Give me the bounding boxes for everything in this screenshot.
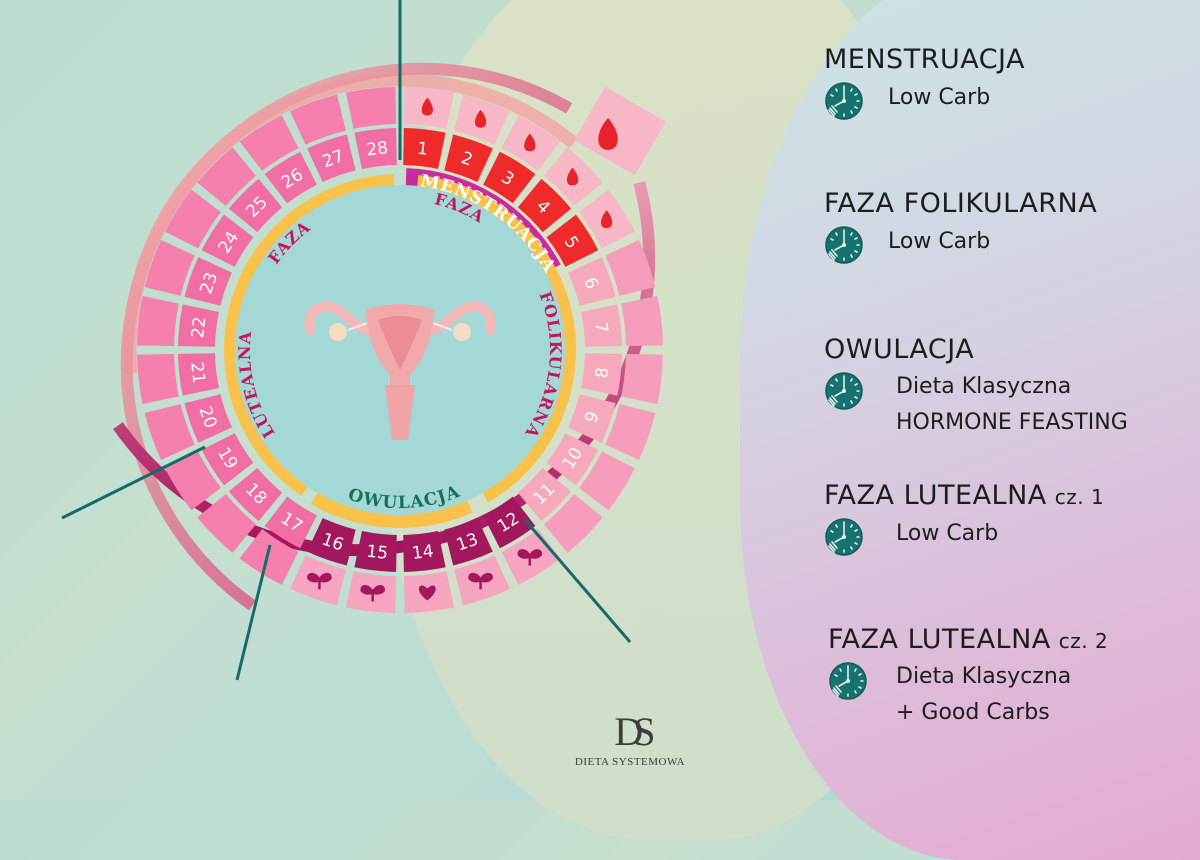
outer-cell bbox=[144, 240, 195, 296]
day-cell: 18 bbox=[228, 467, 283, 522]
outer-cell bbox=[197, 147, 257, 207]
day-cell: 1 bbox=[403, 128, 446, 169]
outer-cell bbox=[501, 115, 561, 171]
outer-cell bbox=[345, 571, 397, 613]
sprout-icon bbox=[360, 584, 385, 602]
outer-cell bbox=[290, 94, 346, 145]
outer-cell bbox=[454, 94, 510, 145]
divider-lines bbox=[61, 0, 632, 681]
blood-drop-icon bbox=[566, 167, 579, 186]
svg-text:7: 7 bbox=[590, 321, 611, 334]
blood-drop-icon bbox=[524, 133, 536, 152]
outer-cell bbox=[621, 295, 663, 347]
svg-text:15: 15 bbox=[365, 542, 389, 564]
day-cell: 11 bbox=[517, 467, 572, 522]
outer-cell bbox=[403, 87, 455, 129]
blood-drop-icon bbox=[421, 97, 433, 116]
day-cell: 28 bbox=[354, 128, 397, 169]
day-cell: 5 bbox=[546, 214, 599, 267]
outer-cell bbox=[579, 189, 635, 249]
sprout-icon bbox=[468, 572, 493, 590]
sprout-icon bbox=[307, 572, 332, 590]
sprout-icon bbox=[517, 549, 543, 566]
day-cell: 22 bbox=[178, 304, 219, 347]
day-cell: 24 bbox=[201, 214, 254, 267]
outer-cell bbox=[543, 147, 603, 207]
outer-cell bbox=[579, 451, 635, 511]
outer-cell bbox=[605, 404, 656, 460]
outer-cell bbox=[165, 189, 221, 249]
svg-text:8: 8 bbox=[592, 366, 613, 379]
blood-drop-icon bbox=[598, 118, 618, 150]
day-cell: 14 bbox=[403, 531, 446, 572]
brand-monogram: DS bbox=[614, 709, 655, 754]
day-cell: 16 bbox=[307, 518, 356, 566]
outer-cell bbox=[239, 115, 299, 171]
day-cell: 9 bbox=[568, 394, 616, 443]
blood-drop-icon bbox=[474, 109, 487, 128]
svg-text:14: 14 bbox=[411, 542, 435, 564]
svg-text:1: 1 bbox=[416, 139, 429, 160]
day-cell: 7 bbox=[581, 304, 622, 347]
outer-ring bbox=[137, 86, 666, 613]
day-cell: 3 bbox=[483, 151, 536, 204]
day-cell: 19 bbox=[201, 433, 254, 486]
outer-cell bbox=[345, 87, 397, 129]
brand-logo: DS DIETA SYSTEMOWA bbox=[560, 709, 700, 769]
day-cell: 13 bbox=[444, 518, 493, 566]
day-cell: 6 bbox=[568, 257, 616, 306]
brand-name: DIETA SYSTEMOWA bbox=[574, 756, 686, 768]
outer-cell bbox=[605, 240, 656, 296]
outer-cell bbox=[165, 451, 221, 511]
legend-background bbox=[740, 0, 1200, 860]
day-cell: 4 bbox=[517, 178, 572, 233]
outer-cell bbox=[403, 571, 455, 613]
day-cell: 20 bbox=[184, 394, 232, 443]
outer-cell bbox=[239, 529, 299, 585]
day-cell: 17 bbox=[264, 496, 317, 549]
day-cell: 2 bbox=[444, 134, 493, 182]
day-cell: 27 bbox=[307, 134, 356, 182]
menstruation-callout bbox=[574, 86, 666, 176]
outer-cell bbox=[454, 555, 510, 606]
day-cell: 25 bbox=[228, 178, 283, 233]
day-cell: 21 bbox=[178, 353, 219, 396]
blood-drop-icon bbox=[600, 210, 613, 229]
outer-cell bbox=[137, 353, 179, 405]
outer-cell bbox=[543, 493, 603, 553]
outer-cell bbox=[197, 493, 257, 553]
uterus-icon bbox=[304, 301, 496, 440]
svg-text:28: 28 bbox=[366, 138, 390, 160]
day-cell: 12 bbox=[483, 496, 536, 549]
day-cell: 8 bbox=[581, 353, 622, 396]
heart-icon bbox=[418, 585, 436, 601]
svg-text:22: 22 bbox=[188, 316, 210, 340]
day-cell: 23 bbox=[184, 257, 232, 306]
day-cell: 10 bbox=[546, 433, 599, 486]
day-cell: 26 bbox=[264, 151, 317, 204]
svg-text:21: 21 bbox=[186, 361, 208, 385]
outer-cell bbox=[144, 404, 195, 460]
day-cell: 15 bbox=[354, 531, 397, 572]
outer-cell bbox=[137, 295, 179, 347]
outer-cell bbox=[290, 555, 346, 606]
outer-cell bbox=[621, 353, 663, 405]
